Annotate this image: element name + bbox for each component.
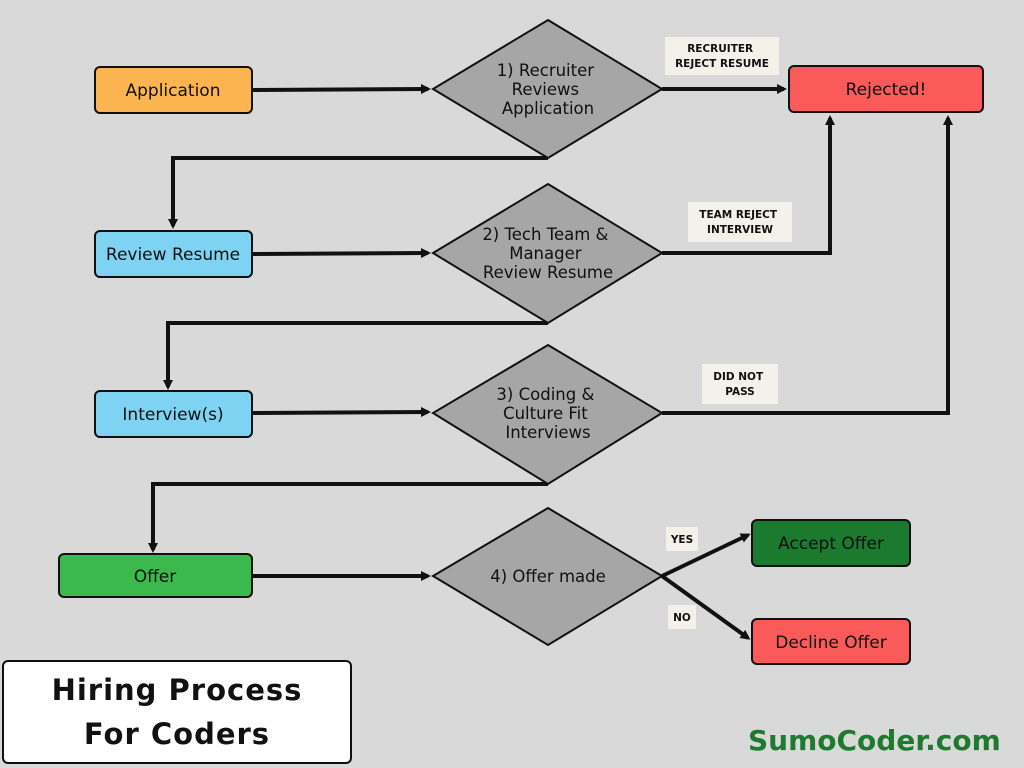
svg-text:TEAM REJECT INTERVIEW: TEAM REJECT INTERVIEW xyxy=(699,209,780,236)
arrow-review-resume-to-d2 xyxy=(251,248,431,259)
node-decline-offer-label: Decline Offer xyxy=(775,633,887,653)
node-review-resume: Review Resume xyxy=(94,230,253,278)
decision-4-label: 4) Offer made xyxy=(490,567,606,586)
arrow-application-to-d1 xyxy=(251,84,431,95)
node-decline-offer: Decline Offer xyxy=(751,618,911,665)
arrow-d4-to-decline xyxy=(660,574,751,640)
edge-label-did-not-pass: DID NOT PASS xyxy=(702,364,778,404)
edge-label-yes: YES xyxy=(666,527,698,551)
node-review-resume-label: Review Resume xyxy=(106,245,240,265)
decision-1-label: 1) Recruiter Reviews Application xyxy=(497,61,600,118)
node-application-label: Application xyxy=(126,81,221,101)
decision-1: 1) Recruiter Reviews Application xyxy=(431,18,664,160)
decision-3: 3) Coding & Culture Fit Interviews xyxy=(431,343,664,486)
decision-3-label: 3) Coding & Culture Fit Interviews xyxy=(496,385,599,442)
arrow-d2-to-rejected xyxy=(662,115,835,255)
node-offer-label: Offer xyxy=(134,567,177,587)
node-accept-offer-label: Accept Offer xyxy=(778,534,884,554)
arrow-d3-to-rejected xyxy=(662,115,953,415)
svg-text:DID NOT PASS: DID NOT PASS xyxy=(713,371,767,398)
arrow-d2-to-interviews xyxy=(163,321,548,390)
node-interviews: Interview(s) xyxy=(94,390,253,438)
edge-label-no: NO xyxy=(668,605,696,629)
decision-4: 4) Offer made xyxy=(431,506,664,647)
arrow-d3-to-offer xyxy=(148,482,548,553)
title-line-2: For Coders xyxy=(83,717,271,751)
decision-2-label: 2) Tech Team & Manager Review Resume xyxy=(482,225,613,282)
diagram-title: Hiring Process For Coders xyxy=(52,668,303,756)
title-line-1: Hiring Process xyxy=(51,673,303,707)
connectors xyxy=(148,84,953,640)
arrow-d1-to-review-resume xyxy=(168,156,548,229)
node-rejected-label: Rejected! xyxy=(846,80,927,100)
svg-text:NO: NO xyxy=(673,612,691,624)
node-application: Application xyxy=(94,66,253,114)
svg-text:RECRUITER REJECT RESUME: RECRUITER REJECT RESUME xyxy=(675,43,769,70)
decision-2: 2) Tech Team & Manager Review Resume xyxy=(431,182,664,325)
arrow-d4-to-accept xyxy=(661,533,751,578)
edge-label-recruiter-reject: RECRUITER REJECT RESUME xyxy=(665,37,779,75)
node-offer: Offer xyxy=(58,553,253,598)
node-accept-offer: Accept Offer xyxy=(751,519,911,567)
title-card: Hiring Process For Coders xyxy=(2,660,352,764)
edge-label-team-reject: TEAM REJECT INTERVIEW xyxy=(688,202,792,242)
node-interviews-label: Interview(s) xyxy=(122,405,223,425)
brand-watermark: SumoCoder.com xyxy=(748,724,1001,757)
arrow-interviews-to-d3 xyxy=(251,407,431,418)
svg-text:YES: YES xyxy=(670,534,693,546)
node-rejected: Rejected! xyxy=(788,65,984,113)
